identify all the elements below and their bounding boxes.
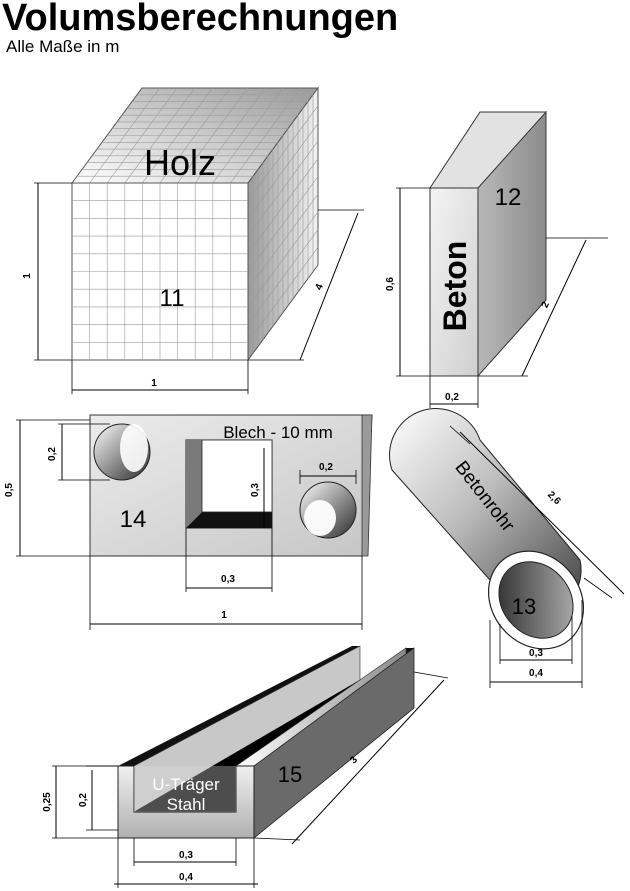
page-subtitle: Alle Maße in m [6, 37, 119, 56]
blech-square-width-dim: 0,3 [221, 574, 235, 585]
blech-plate-edge [361, 414, 373, 557]
utraeger-front-face [117, 765, 255, 839]
beton-front-face [429, 187, 479, 377]
holz-depth-dim-line [299, 212, 359, 361]
holz-block: Holz 11 1 1 4 [22, 86, 364, 394]
blech-hole-left-dim: 0,2 [47, 447, 58, 461]
beton-width-dim: 0,2 [445, 392, 459, 403]
betonrohr-length-dim: 2,6 [545, 489, 563, 507]
utraeger-length-dim-line [291, 679, 445, 845]
blech-plate: Blech - 10 mm 14 0,5 0,2 0,3 0,3 0,2 1 [4, 414, 373, 630]
utraeger-beam: U-Träger Stahl 15 0,25 0,2 3 0,3 0,4 [42, 645, 449, 888]
betonrohr-inner-opening [498, 561, 574, 639]
beton-block: Beton 12 0,6 0,2 2 [385, 110, 608, 408]
beton-height-dim: 0,6 [385, 277, 396, 291]
blech-hole-right-dim: 0,2 [319, 462, 333, 473]
beton-number: 12 [495, 184, 522, 211]
utraeger-label-line1: U-Träger [152, 775, 220, 794]
beton-depth-dim: 2 [540, 300, 553, 310]
holz-front-grid [72, 183, 248, 360]
betonrohr-inner-dim: 0,3 [529, 648, 543, 659]
holz-label: Holz [144, 142, 216, 183]
betonrohr-length-dim-line [459, 431, 625, 595]
header: Volumsberechnungen Alle Maße in m [2, 0, 398, 56]
utraeger-outer-height-dim: 0,25 [42, 792, 53, 812]
page-title: Volumsberechnungen [2, 0, 398, 39]
holz-top-grid [77, 87, 313, 184]
beton-depth-dim-line [521, 239, 587, 377]
utraeger-number: 15 [278, 762, 302, 787]
holz-width-dim: 1 [151, 378, 157, 389]
blech-width-dim: 1 [221, 610, 227, 621]
utraeger-inner-height-dim: 0,2 [78, 793, 89, 807]
betonrohr-pipe: Betonrohr 13 2,6 0,3 0,4 [389, 408, 625, 688]
holz-height-dim: 1 [22, 273, 33, 279]
holz-depth-dim: 4 [314, 282, 326, 292]
holz-number: 11 [160, 285, 185, 312]
utraeger-length-dim: 3 [348, 754, 360, 766]
blech-height-dim: 0,5 [4, 483, 15, 497]
utraeger-outer-width-dim: 0,4 [179, 872, 193, 883]
utraeger-label-line2: Stahl [167, 795, 206, 814]
betonrohr-number: 13 [512, 594, 536, 619]
utraeger-inner-width-dim: 0,3 [179, 850, 193, 861]
holz-side-grid [247, 94, 319, 354]
betonrohr-outer-dim: 0,4 [529, 668, 543, 679]
blech-number: 14 [120, 506, 147, 533]
beton-label: Beton [437, 241, 473, 332]
blech-label: Blech - 10 mm [223, 423, 333, 442]
blech-square-height-dim: 0,3 [250, 483, 261, 497]
